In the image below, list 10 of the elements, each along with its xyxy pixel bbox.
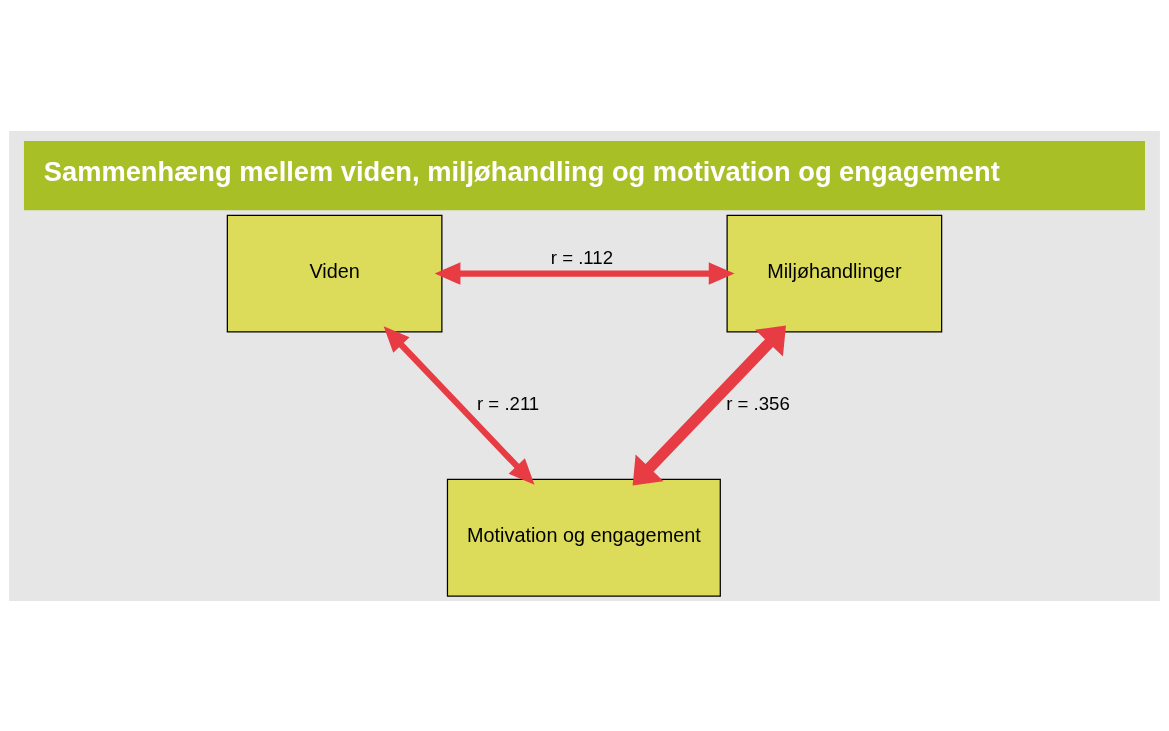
- edge-label: r = .112: [550, 246, 614, 268]
- arrow: [434, 261, 735, 285]
- edge-label: r = .356: [726, 392, 790, 414]
- node-box: Miljøhandlinger: [726, 214, 943, 332]
- node-box: Motivation og engagement: [446, 478, 721, 597]
- diagram-title: Sammenhæng mellem viden, miljøhandling og motivation og engagement: [43, 155, 1000, 187]
- edge-label: r = .211: [477, 392, 540, 414]
- node-box: Viden: [226, 214, 443, 332]
- arrow: [632, 324, 786, 486]
- arrow: [383, 325, 535, 485]
